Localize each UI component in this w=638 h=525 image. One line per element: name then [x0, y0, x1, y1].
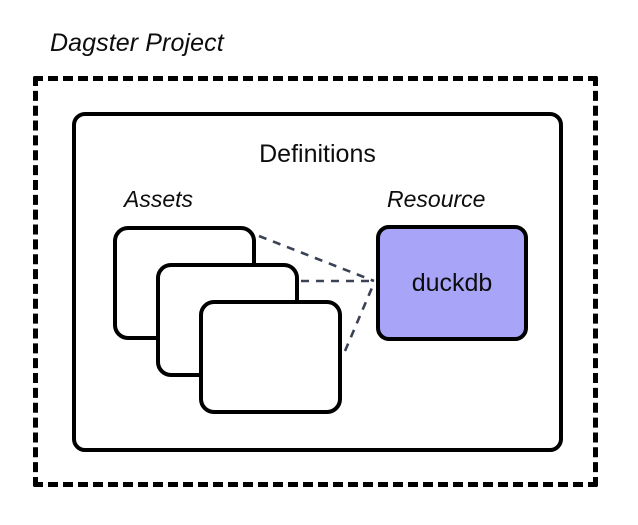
dagster-project-boundary: [33, 76, 598, 487]
duckdb-resource-label: duckdb: [411, 268, 493, 297]
assets-group-label: Assets: [124, 186, 194, 212]
duckdb-resource-box[interactable]: duckdb: [376, 225, 528, 341]
definitions-label: Definitions: [259, 140, 376, 168]
asset-card[interactable]: [199, 300, 342, 414]
project-title: Dagster Project: [50, 29, 224, 57]
resource-group-label: Resource: [387, 186, 486, 212]
